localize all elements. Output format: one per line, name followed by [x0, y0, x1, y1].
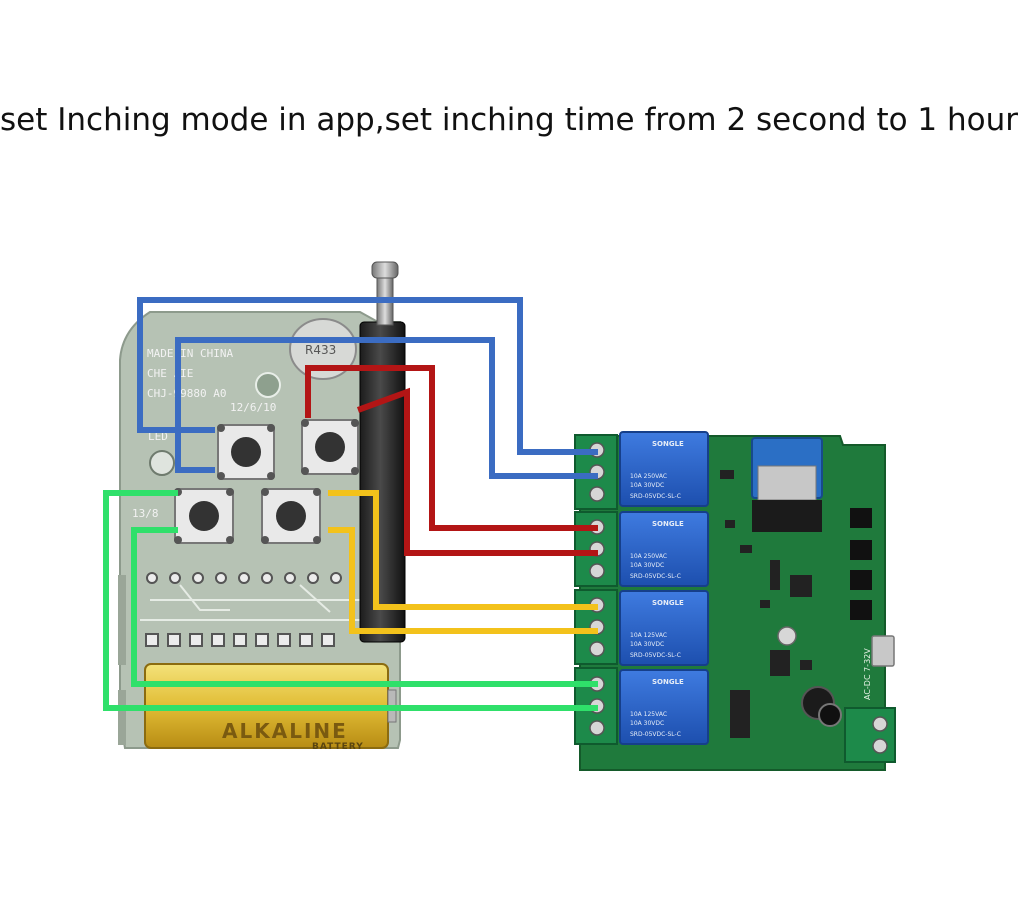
silk-date: 12/6/10 — [230, 401, 276, 414]
relay-brand: SONGLE — [652, 440, 684, 448]
silk-led: LED — [148, 430, 168, 443]
crystal-label: R433 — [305, 343, 336, 357]
power-label: AC-DC 7-32V — [863, 648, 872, 700]
electrolytic-capacitor — [818, 703, 842, 727]
yellow-wire-inner — [328, 527, 598, 634]
pcb-edge — [118, 690, 126, 745]
relay-model: SRD-05VDC-SL-C — [630, 573, 681, 580]
pcb-traces — [140, 584, 390, 621]
caption-text: set Inching mode in app,set inching time… — [0, 102, 1018, 138]
tactile-button-3 — [174, 488, 234, 544]
terminal-block-2 — [574, 511, 618, 587]
pad-row-bottom — [145, 633, 335, 647]
green-wire-outer — [103, 490, 598, 711]
tactile-button-2 — [301, 419, 359, 475]
green-wire-inner — [131, 527, 598, 687]
relay-rating: 10A 30VDC — [630, 562, 664, 569]
smd-components — [720, 470, 812, 738]
terminal-block-1 — [574, 434, 618, 510]
relay-brand: SONGLE — [652, 520, 684, 528]
relay-3: SONGLE 10A 125VAC 10A 30VDC SRD-05VDC-SL… — [619, 590, 709, 666]
relay-rating: 10A 30VDC — [630, 720, 664, 727]
relay-1: SONGLE 10A 250VAC 10A 30VDC SRD-05VDC-SL… — [619, 431, 709, 507]
relay-brand: SONGLE — [652, 599, 684, 607]
yellow-wire-outer — [328, 490, 598, 610]
terminal-block-3 — [574, 589, 618, 665]
relay-module: SONGLE 10A 250VAC 10A 30VDC SRD-05VDC-SL… — [574, 431, 896, 771]
capacitor — [777, 626, 797, 646]
relay-rating: 10A 30VDC — [630, 482, 664, 489]
battery-sub-label: BATTERY — [312, 742, 364, 752]
red-wire-inner — [356, 387, 598, 556]
blue-wire-outer — [137, 297, 598, 455]
relay-rating: 10A 30VDC — [630, 641, 664, 648]
led-indicator — [149, 450, 175, 476]
relay-brand: SONGLE — [652, 678, 684, 686]
relay-model: SRD-05VDC-SL-C — [630, 652, 681, 659]
battery-brand: ALKALINE — [222, 719, 348, 743]
wires — [103, 297, 598, 711]
relay-rating: 10A 250VAC — [630, 553, 667, 560]
silk-model: CHJ-99880 A0 — [147, 387, 226, 400]
relay-model: SRD-05VDC-SL-C — [630, 493, 681, 500]
wifi-shield — [757, 465, 817, 501]
red-wire-outer — [305, 365, 598, 531]
relay-model: SRD-05VDC-SL-C — [630, 731, 681, 738]
relay-rating: 10A 125VAC — [630, 711, 667, 718]
relay-rating: 10A 250VAC — [630, 473, 667, 480]
power-terminal — [844, 707, 896, 763]
relay-4: SONGLE 10A 125VAC 10A 30VDC SRD-05VDC-SL… — [619, 669, 709, 745]
relay-rating: 10A 125VAC — [630, 632, 667, 639]
silk-made-in-china: MADE IN CHINA — [147, 347, 233, 360]
crystal-oscillator — [289, 318, 357, 380]
side-buttons — [850, 508, 872, 620]
tactile-button-1 — [217, 424, 275, 480]
pcb-edge — [118, 575, 126, 665]
remote-control-board: MADE IN CHINA CHE JIE CHJ-99880 A0 12/6/… — [118, 261, 406, 752]
silk-maker: CHE JIE — [147, 367, 193, 380]
wifi-chip — [752, 500, 822, 532]
silk-voltage: 13/8 — [132, 507, 159, 520]
relay-2: SONGLE 10A 250VAC 10A 30VDC SRD-05VDC-SL… — [619, 511, 709, 587]
wiring-diagram: MADE IN CHINA CHE JIE CHJ-99880 A0 12/6/… — [103, 261, 896, 771]
blue-wire-inner — [175, 337, 598, 479]
tactile-button-4 — [261, 488, 321, 544]
pad-row-top — [146, 572, 342, 584]
micro-usb-port — [871, 635, 895, 667]
mounting-hole — [255, 372, 281, 398]
